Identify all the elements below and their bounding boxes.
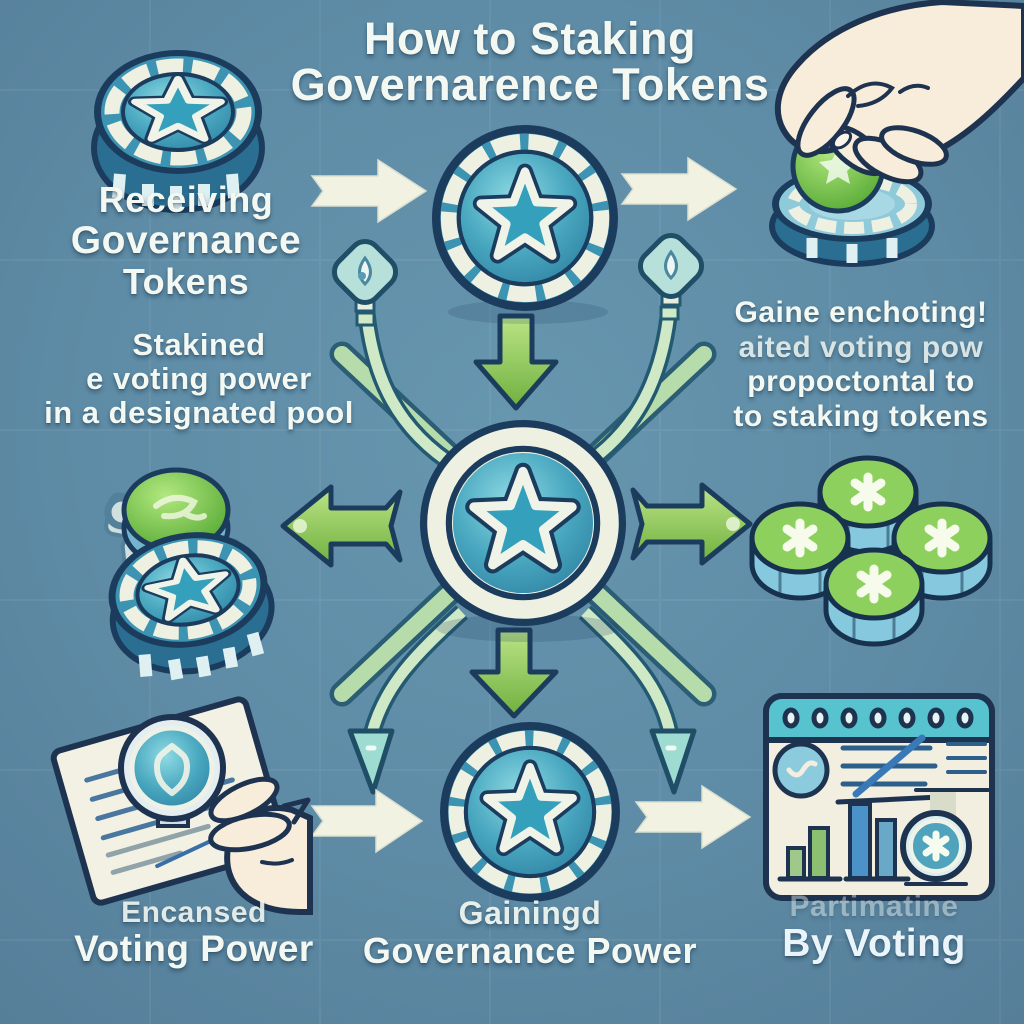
hand-placing-token-icon — [769, 0, 1024, 267]
title-line1: How to Staking — [364, 13, 696, 64]
green-down-arrow-top — [473, 313, 559, 411]
green-coins-icon — [749, 455, 993, 647]
branch-node-left — [331, 238, 399, 306]
top-token-chip-icon — [432, 125, 618, 311]
label-participate-by-voting: Partimatine By Voting — [782, 890, 966, 965]
label-gain-voting-power: Gaine enchoting! aited voting pow propoc… — [733, 296, 989, 433]
document-review-icon — [50, 696, 313, 915]
governance-token-stack-icon — [91, 50, 265, 213]
bar-chart-green — [777, 826, 843, 882]
voting-dashboard-window-icon — [763, 693, 995, 901]
page-title: How to Staking Governarence Tokens — [190, 16, 870, 108]
green-down-arrow-bottom — [469, 627, 559, 719]
white-arrow-top-left — [310, 158, 428, 224]
teal-down-arrowhead-right — [649, 728, 697, 795]
coin-stamp-icon — [900, 810, 972, 886]
white-arrows — [310, 156, 752, 854]
pen-stroke — [852, 734, 926, 798]
bottom-token-chip-icon — [440, 722, 620, 902]
green-right-arrow — [630, 482, 753, 566]
white-arrow-bottom-right — [634, 784, 752, 850]
branch-node-right — [637, 232, 705, 300]
label-enhanced-voting-power: Encansed Voting Power — [74, 896, 314, 969]
label-gaining-governance-power: Gainingd Governance Power — [362, 895, 698, 972]
bar-chart-blue — [843, 802, 911, 882]
white-arrow-bottom-left — [310, 788, 424, 854]
window-header-dots — [782, 707, 974, 729]
title-line2: Governarence Tokens — [290, 58, 770, 110]
white-arrow-top-right — [620, 156, 738, 222]
teal-down-arrowhead-left — [347, 728, 395, 795]
label-staked-voting-power: Stakined e voting power in a designated … — [44, 327, 354, 431]
token-stack-with-chip-icon — [104, 467, 275, 681]
bottom-branch-connectors — [363, 605, 679, 736]
green-left-arrow — [280, 484, 403, 568]
center-token-coin-icon — [420, 420, 626, 626]
label-receiving-governance-tokens: Receiving Governance Tokens — [70, 179, 302, 303]
